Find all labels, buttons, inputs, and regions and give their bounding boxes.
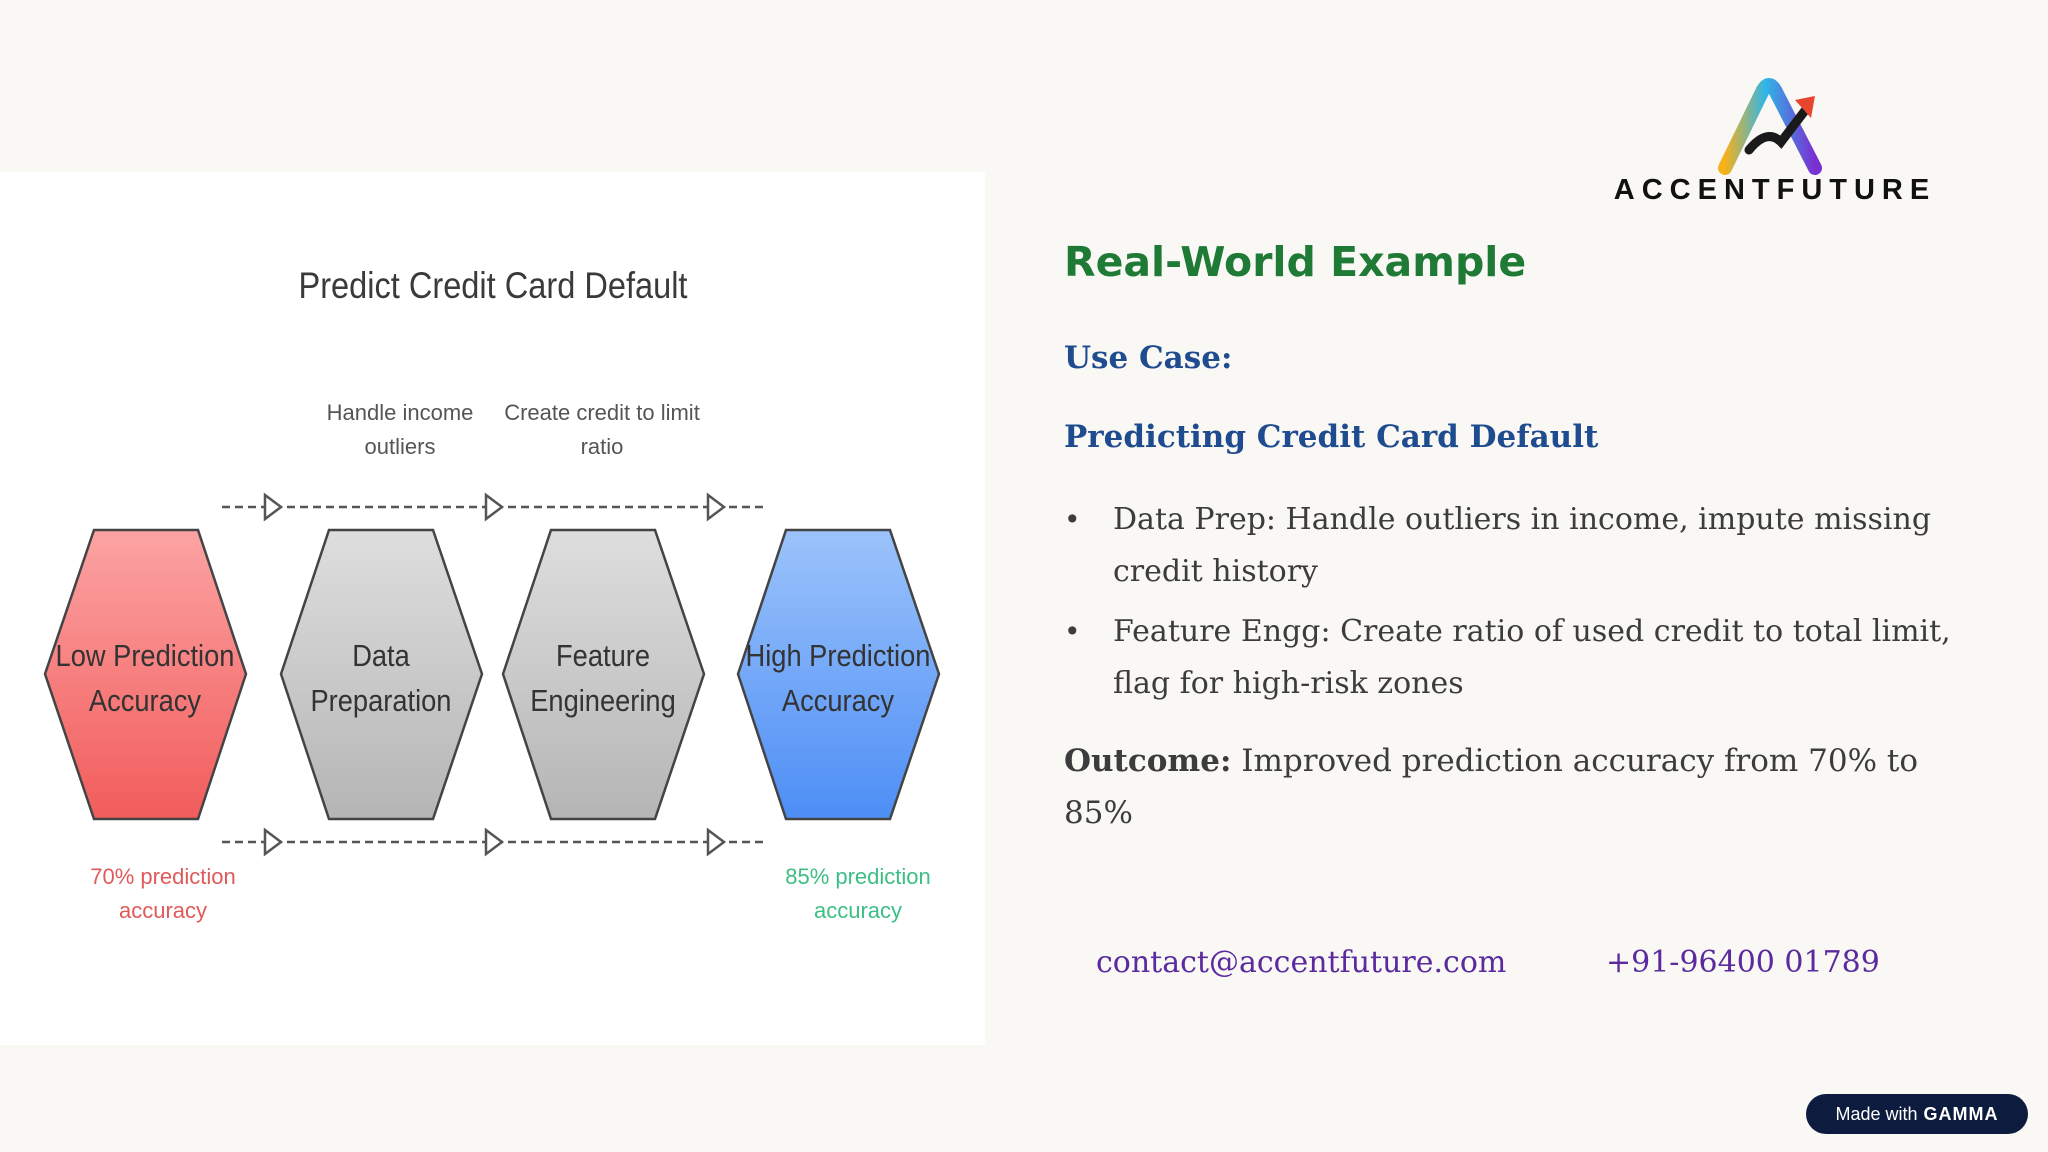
made-with-gamma-badge[interactable]: Made with GAMMA (1806, 1094, 2028, 1134)
bottom-note-high-line-2: accuracy (814, 898, 902, 923)
contact-email-link[interactable]: contact@accentfuture.com (1096, 945, 1507, 980)
top-note-2: Create credit to limit ratio (504, 400, 700, 459)
bottom-note-low-line-2: accuracy (119, 898, 207, 923)
process-diagram: Predict Credit Card Default Handle incom… (43, 265, 941, 923)
stage-high-accuracy-line-2: Accuracy (782, 684, 895, 718)
stage-feature-engineering-line-1: Feature (556, 639, 650, 673)
stage-data-preparation-line-1: Data (352, 639, 410, 673)
stage-data-preparation-hexagon (279, 528, 484, 821)
diagram-panel: Predict Credit Card Default Handle incom… (0, 172, 985, 1045)
diagram-title: Predict Credit Card Default (299, 265, 688, 306)
stage-feature-engineering-hexagon (501, 528, 706, 821)
bullet-text: Data Prep: Handle outliers in income, im… (1113, 502, 1932, 589)
badge-prefix: Made with (1835, 1103, 1918, 1124)
use-case-label: Use Case: (1064, 340, 1233, 376)
outcome-text: Improved prediction accuracy from 70% to… (1064, 743, 1919, 831)
outcome: Outcome: Improved prediction accuracy fr… (1064, 735, 1984, 839)
stage-high-accuracy-hexagon (736, 528, 941, 821)
stage-low-accuracy-hexagon (43, 528, 248, 821)
top-note-2-line-1: Create credit to limit (504, 400, 700, 425)
contact-phone-link[interactable]: +91-96400 01789 (1606, 945, 1880, 980)
bottom-note-high-line-1: 85% prediction (785, 864, 931, 889)
bottom-note-low: 70% prediction accuracy (90, 864, 236, 923)
top-dashed-arrow (222, 492, 765, 522)
bullet-dot-icon: • (1064, 503, 1081, 536)
stage-data-preparation-line-2: Preparation (311, 684, 452, 718)
bottom-note-low-line-1: 70% prediction (90, 864, 236, 889)
bullet-dot-icon: • (1064, 615, 1081, 648)
logo-wordmark: ACCENTFUTURE (1613, 174, 1937, 206)
accentfuture-logo: ACCENTFUTURE (1610, 78, 1940, 208)
top-note-2-line-2: ratio (581, 434, 624, 459)
bullet-text: Feature Engg: Create ratio of used credi… (1113, 614, 1951, 701)
use-case-title: Predicting Credit Card Default (1064, 419, 1599, 455)
stage-high-accuracy: High Prediction Accuracy (736, 528, 941, 821)
stage-feature-engineering: Feature Engineering (501, 528, 706, 821)
bullet-list: • Data Prep: Handle outliers in income, … (1064, 494, 1964, 718)
bottom-dashed-arrow (222, 827, 765, 857)
logo-mark-icon (1718, 78, 1822, 175)
stage-data-preparation: Data Preparation (279, 528, 484, 821)
stage-low-accuracy-line-1: Low Prediction (56, 639, 235, 673)
top-note-1: Handle income outliers (327, 400, 474, 459)
badge-brand: GAMMA (1923, 1103, 1999, 1124)
top-note-1-line-2: outliers (365, 434, 436, 459)
top-note-1-line-1: Handle income (327, 400, 474, 425)
bullet-item-data-prep: • Data Prep: Handle outliers in income, … (1064, 494, 1964, 598)
outcome-label: Outcome: (1064, 743, 1232, 779)
stage-feature-engineering-line-2: Engineering (530, 684, 676, 718)
section-title: Real-World Example (1064, 238, 1527, 286)
stage-low-accuracy-line-2: Accuracy (89, 684, 202, 718)
stage-low-accuracy: Low Prediction Accuracy (43, 528, 248, 821)
bottom-note-high: 85% prediction accuracy (785, 864, 931, 923)
stage-high-accuracy-line-1: High Prediction (746, 639, 931, 673)
bullet-item-feature-engg: • Feature Engg: Create ratio of used cre… (1064, 606, 1964, 710)
